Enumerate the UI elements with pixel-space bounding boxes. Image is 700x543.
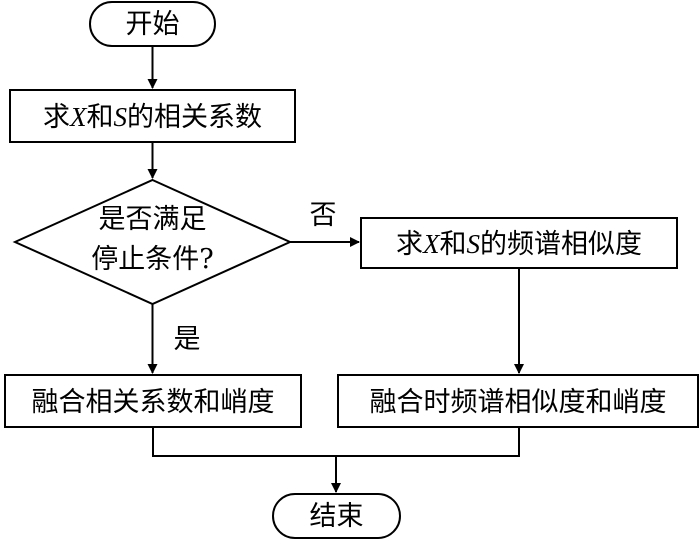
correlation-label: 求X和S的相关系数 bbox=[43, 102, 262, 133]
yes-branch-label: 是 bbox=[174, 324, 201, 355]
fuse-spectrum-label: 融合时频谱相似度和峭度 bbox=[370, 387, 667, 418]
end-label: 结束 bbox=[310, 501, 364, 532]
end-node: 结束 bbox=[272, 493, 401, 539]
decision-diamond: 是否满足 停止条件? bbox=[12, 178, 293, 306]
fuse-correlation-box: 融合相关系数和峭度 bbox=[4, 374, 302, 428]
correlation-process-box: 求X和S的相关系数 bbox=[9, 89, 296, 143]
decision-line2: 停止条件? bbox=[91, 244, 213, 275]
spectrum-process-box: 求X和S的频谱相似度 bbox=[360, 217, 678, 269]
fuse-correlation-label: 融合相关系数和峭度 bbox=[32, 387, 275, 418]
merge-connector bbox=[152, 427, 520, 457]
no-branch-label: 否 bbox=[310, 200, 337, 231]
start-label: 开始 bbox=[126, 9, 180, 40]
start-node: 开始 bbox=[89, 1, 216, 47]
fuse-spectrum-box: 融合时频谱相似度和峭度 bbox=[337, 374, 699, 428]
spectrum-label: 求X和S的频谱相似度 bbox=[396, 229, 642, 260]
decision-line1: 是否满足 bbox=[99, 204, 207, 235]
